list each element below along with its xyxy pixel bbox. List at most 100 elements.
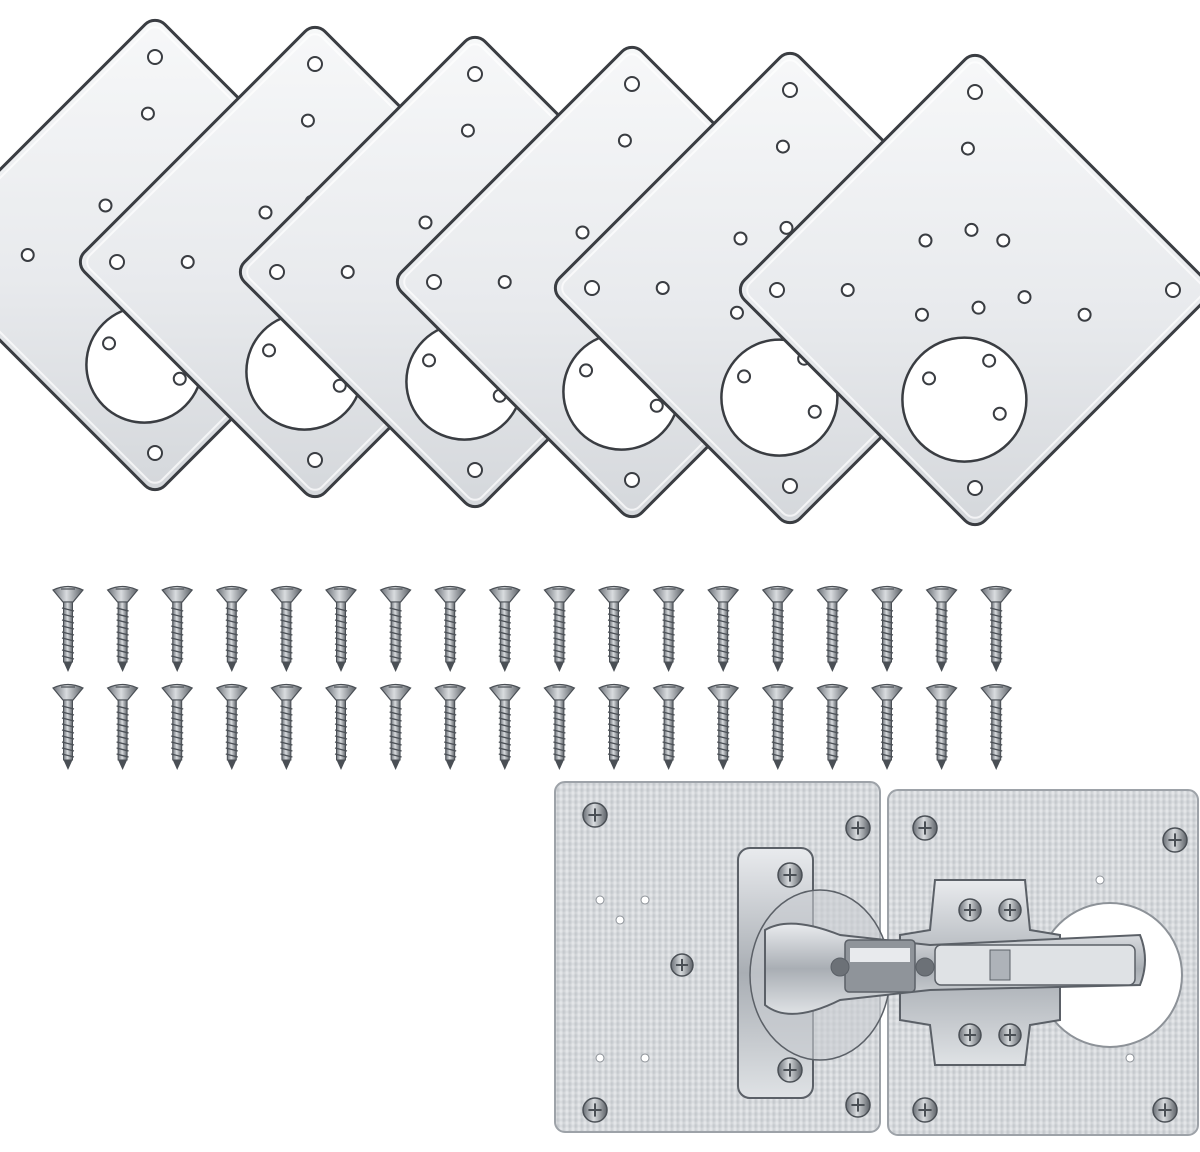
corner-hole xyxy=(769,282,786,298)
screw-head xyxy=(845,815,871,841)
screw xyxy=(215,683,248,770)
screw-hole xyxy=(996,233,1011,248)
screw-hole xyxy=(102,336,117,351)
screw xyxy=(871,585,903,672)
corner-hole xyxy=(467,66,483,83)
screw-hole xyxy=(971,300,986,315)
screw-head xyxy=(670,953,694,977)
screw xyxy=(161,683,194,770)
screw-hole xyxy=(840,283,855,297)
repair-plates-stack xyxy=(0,18,1200,527)
screw xyxy=(52,683,84,770)
screw-hole xyxy=(737,369,752,384)
screw-hole xyxy=(258,205,273,220)
screw xyxy=(106,585,139,672)
screw xyxy=(543,585,576,672)
screw-head xyxy=(582,802,608,828)
screw-head xyxy=(998,898,1022,922)
screw-hole xyxy=(422,353,437,368)
screw xyxy=(325,683,357,770)
screw-hole xyxy=(640,895,650,905)
screw xyxy=(816,585,849,672)
screw xyxy=(543,683,576,770)
screw-hole xyxy=(640,1053,650,1063)
screw-hole xyxy=(729,305,744,320)
screw-hole xyxy=(575,225,590,240)
screw-hole xyxy=(460,123,475,138)
screw xyxy=(707,585,740,672)
screw xyxy=(925,683,958,770)
screw xyxy=(488,683,521,770)
screw-hole xyxy=(20,248,35,262)
screw-hole xyxy=(418,215,433,230)
screw-hole xyxy=(733,231,748,246)
screw-hole xyxy=(655,281,670,295)
corner-hole xyxy=(147,49,163,66)
corner-hole xyxy=(782,477,798,494)
screw xyxy=(215,585,248,672)
screw-head xyxy=(777,1057,803,1083)
screw xyxy=(980,585,1013,672)
screw xyxy=(270,585,303,672)
screw xyxy=(434,585,467,672)
repair-plate xyxy=(738,53,1200,527)
screw-hole xyxy=(1125,1053,1135,1063)
corner-hole xyxy=(967,479,983,496)
corner-hole xyxy=(307,56,323,73)
screw-head xyxy=(912,815,938,841)
screw xyxy=(816,683,849,770)
screw-set xyxy=(52,585,1013,770)
screw xyxy=(379,683,412,770)
screw xyxy=(598,683,630,770)
screw xyxy=(761,585,794,672)
screw xyxy=(161,585,194,672)
screw-head xyxy=(777,862,803,888)
screw-hole xyxy=(595,895,605,905)
screw-hole xyxy=(982,353,997,368)
screw xyxy=(325,585,357,672)
screw-hole xyxy=(1077,307,1092,322)
screw-head xyxy=(998,1023,1022,1047)
corner-hole xyxy=(584,280,601,296)
screw-hole xyxy=(964,222,979,237)
screw xyxy=(652,585,685,672)
screw-hole xyxy=(960,141,975,156)
screw-hole xyxy=(1017,290,1032,305)
screw-hole xyxy=(617,133,632,148)
corner-hole xyxy=(426,274,443,290)
screw xyxy=(270,683,303,770)
screw-hole xyxy=(807,404,822,419)
screw xyxy=(871,683,903,770)
screw xyxy=(598,585,630,672)
screw-hole xyxy=(775,139,790,154)
screw-head xyxy=(845,1092,871,1118)
screw-hole xyxy=(918,233,933,248)
hinge-arm xyxy=(764,922,1146,1015)
screw-hole xyxy=(300,113,315,128)
corner-hole xyxy=(467,461,483,478)
screw xyxy=(652,683,685,770)
screw-head xyxy=(1152,1097,1178,1123)
screw-hole xyxy=(262,343,277,358)
screw xyxy=(379,585,412,672)
screw-hole xyxy=(340,265,355,279)
screw-head xyxy=(958,1023,982,1047)
corner-hole xyxy=(109,254,126,270)
corner-hole xyxy=(782,82,798,99)
screw xyxy=(925,585,958,672)
corner-hole xyxy=(269,264,286,280)
screw-head xyxy=(582,1097,608,1123)
screw-hole xyxy=(180,255,195,269)
screw-hole xyxy=(497,275,512,289)
hinge-assembly-photo xyxy=(554,781,1199,1136)
screw-hole xyxy=(922,371,937,386)
screw-hole xyxy=(172,371,187,386)
corner-hole xyxy=(967,84,983,101)
screw xyxy=(488,585,521,672)
screw xyxy=(761,683,794,770)
screw-hole xyxy=(1095,875,1105,885)
corner-hole xyxy=(624,471,640,488)
screw-hole xyxy=(579,363,594,378)
screw-hole xyxy=(992,406,1007,421)
